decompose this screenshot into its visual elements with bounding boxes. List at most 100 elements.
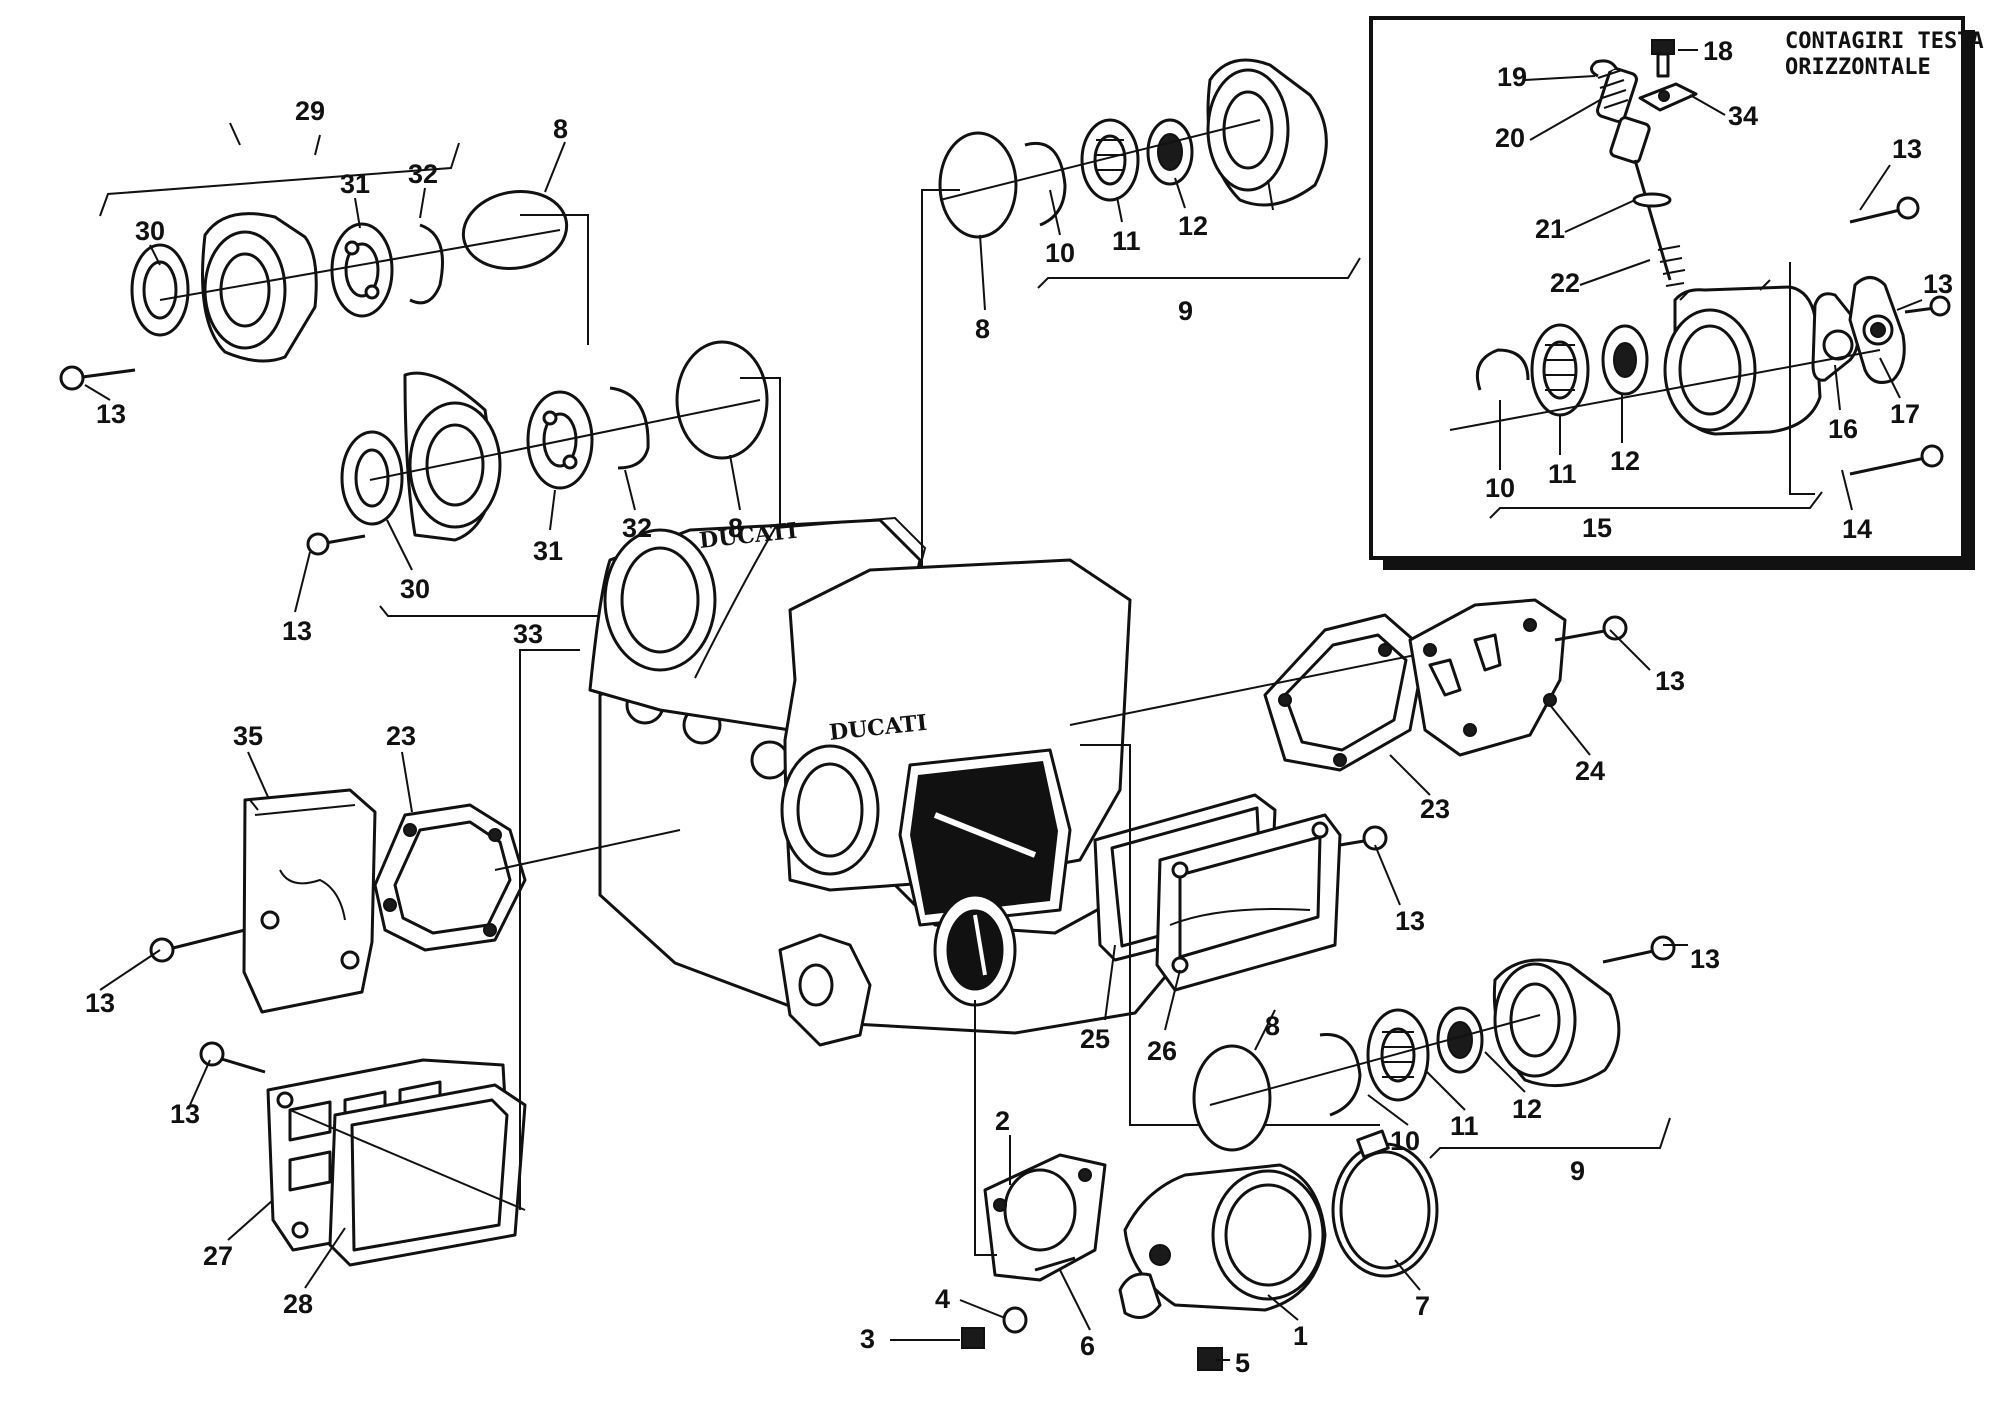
bracket-9b bbox=[1429, 1117, 1671, 1159]
washer-4 bbox=[1002, 1306, 1028, 1334]
callout-35: 35 bbox=[233, 721, 263, 751]
leader-lines bbox=[84, 49, 1923, 1361]
crankcase-body: DUCATI DUCATI bbox=[588, 516, 1187, 1047]
bolt-13f bbox=[1554, 628, 1611, 642]
callout-5: 5 bbox=[1235, 1348, 1250, 1378]
callout-26: 26 bbox=[1147, 1036, 1177, 1066]
inset-tachometer-drive: CONTAGIRI TESTA ORIZZONTALE bbox=[1369, 16, 1984, 570]
callout-25: 25 bbox=[1080, 1024, 1110, 1054]
tacho-bearings bbox=[1475, 323, 1649, 417]
tacho-bolt-18 bbox=[1651, 39, 1675, 78]
callout-29: 29 bbox=[295, 96, 325, 126]
callout-12a: 12 bbox=[1178, 211, 1208, 241]
hose-clamp-7 bbox=[1331, 1129, 1439, 1278]
callout-13f: 13 bbox=[1655, 666, 1685, 696]
upper-left-assembly-29 bbox=[59, 122, 589, 391]
bracket-29 bbox=[99, 142, 460, 217]
tacho-bolt-lead bbox=[1789, 262, 1815, 495]
tacho-housing bbox=[1663, 279, 1822, 436]
left-cover-35 bbox=[149, 788, 377, 1014]
callout-8a: 8 bbox=[553, 114, 568, 144]
callout-9a: 9 bbox=[1178, 296, 1193, 326]
gasket-2 bbox=[974, 1000, 1107, 1282]
o-ring-8a bbox=[461, 190, 569, 270]
callout-9b: 9 bbox=[1570, 1156, 1585, 1186]
tacho-clip-19 bbox=[1590, 59, 1618, 78]
gasket-28 bbox=[289, 649, 580, 1267]
callout-34: 34 bbox=[1728, 101, 1758, 131]
callout-13d: 13 bbox=[1923, 269, 1953, 299]
callout-21: 21 bbox=[1535, 214, 1565, 244]
gasket-23a bbox=[373, 803, 681, 952]
callout-10c: 10 bbox=[1390, 1126, 1420, 1156]
callout-10b: 10 bbox=[1485, 473, 1515, 503]
callout-32b: 32 bbox=[622, 513, 652, 543]
callout-27: 27 bbox=[203, 1241, 233, 1271]
stud-6 bbox=[1034, 1256, 1076, 1272]
lower-right-assembly-9 bbox=[1192, 935, 1676, 1159]
callout-13h: 13 bbox=[1395, 906, 1425, 936]
callout-13a: 13 bbox=[96, 399, 126, 429]
right-cover-24 bbox=[1408, 598, 1628, 757]
tacho-assembly-axis bbox=[1449, 349, 1881, 431]
callout-30b: 30 bbox=[400, 574, 430, 604]
callout-13b: 13 bbox=[282, 616, 312, 646]
inset-title-line2: ORIZZONTALE bbox=[1785, 55, 1931, 80]
circlip-10c bbox=[1319, 1033, 1362, 1117]
callout-13e: 13 bbox=[85, 988, 115, 1018]
o-ring-8c bbox=[938, 131, 1018, 239]
callout-18: 18 bbox=[1703, 36, 1733, 66]
callout-11c: 11 bbox=[1450, 1111, 1479, 1141]
callout-24: 24 bbox=[1575, 756, 1605, 786]
callout-33: 33 bbox=[513, 619, 543, 649]
callout-13g: 13 bbox=[1690, 944, 1720, 974]
callout-16: 16 bbox=[1828, 414, 1858, 444]
tacho-plate-34 bbox=[1638, 82, 1698, 112]
tacho-bracket-15 bbox=[1489, 491, 1823, 519]
callout-23b: 23 bbox=[1420, 794, 1450, 824]
callout-23a: 23 bbox=[386, 721, 416, 751]
callout-7: 7 bbox=[1415, 1291, 1430, 1321]
callout-3: 3 bbox=[860, 1324, 875, 1354]
callout-8b: 8 bbox=[728, 513, 743, 543]
callout-11a: 11 bbox=[1112, 226, 1141, 256]
callout-32a: 32 bbox=[408, 159, 438, 189]
bolt-13e bbox=[164, 928, 246, 952]
bolt-13i bbox=[214, 1055, 266, 1074]
callout-14: 14 bbox=[1842, 514, 1872, 544]
callout-12c: 12 bbox=[1512, 1094, 1542, 1124]
intake-manifold-1 bbox=[1118, 1163, 1327, 1319]
callout-11b: 11 bbox=[1548, 459, 1577, 489]
callout-28: 28 bbox=[283, 1289, 313, 1319]
o-ring-8b bbox=[675, 340, 769, 460]
middle-left-assembly-33 bbox=[306, 340, 781, 688]
callout-8d: 8 bbox=[1265, 1011, 1280, 1041]
callout-8c: 8 bbox=[975, 314, 990, 344]
callout-31a: 31 bbox=[340, 169, 370, 199]
tacho-cover-17 bbox=[1848, 276, 1906, 384]
circlip-32b bbox=[609, 386, 650, 470]
bolt-13a bbox=[74, 368, 136, 380]
circlip-10a bbox=[1024, 142, 1067, 227]
callout-17: 17 bbox=[1890, 399, 1920, 429]
callout-1: 1 bbox=[1293, 1321, 1308, 1351]
upper-center-assembly-9 bbox=[921, 58, 1361, 670]
callout-31b: 31 bbox=[533, 536, 563, 566]
inset-title-line1: CONTAGIRI TESTA bbox=[1785, 29, 1984, 54]
callout-6: 6 bbox=[1080, 1331, 1095, 1361]
callout-20: 20 bbox=[1495, 123, 1525, 153]
callout-12b: 12 bbox=[1610, 446, 1640, 476]
callout-13i: 13 bbox=[170, 1099, 200, 1129]
callout-22: 22 bbox=[1550, 268, 1580, 298]
callout-13c: 13 bbox=[1892, 134, 1922, 164]
bracket-9a bbox=[1037, 257, 1361, 289]
callout-labels: 29 8 30 31 32 13 30 31 32 8 13 33 8 10 1… bbox=[85, 36, 1953, 1378]
callout-19: 19 bbox=[1497, 62, 1527, 92]
callout-10a: 10 bbox=[1045, 238, 1075, 268]
callout-4: 4 bbox=[935, 1284, 950, 1314]
callout-30a: 30 bbox=[135, 216, 165, 246]
bolt-13g bbox=[1602, 948, 1659, 964]
circlip-32a bbox=[409, 223, 444, 305]
callout-15: 15 bbox=[1582, 513, 1612, 543]
